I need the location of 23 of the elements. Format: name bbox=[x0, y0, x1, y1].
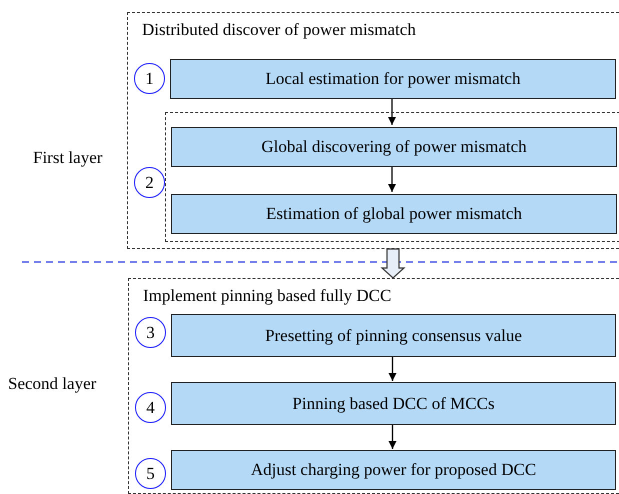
arrow bbox=[388, 98, 396, 125]
process-box: Estimation of global power mismatch bbox=[171, 194, 617, 234]
step-number-circle: 4 bbox=[135, 392, 166, 423]
arrow bbox=[388, 424, 396, 449]
process-box: Adjust charging power for proposed DCC bbox=[171, 450, 616, 490]
step-number-circle: 1 bbox=[134, 63, 165, 94]
arrow bbox=[388, 356, 396, 381]
dashed-group-box bbox=[128, 278, 619, 494]
process-box: Local estimation for power mismatch bbox=[170, 59, 616, 99]
group-title: Distributed discover of power mismatch bbox=[142, 20, 416, 40]
process-box: Presetting of pinning consensus value bbox=[171, 314, 616, 357]
group-title: Implement pinning based fully DCC bbox=[143, 286, 392, 306]
process-box: Pinning based DCC of MCCs bbox=[171, 382, 616, 425]
step-number-circle: 2 bbox=[134, 167, 165, 198]
block-arrow bbox=[380, 248, 406, 279]
dashed-group-box bbox=[165, 112, 619, 242]
layer-label: Second layer bbox=[8, 374, 96, 394]
layer-label: First layer bbox=[33, 148, 102, 168]
arrow bbox=[388, 165, 396, 192]
process-box: Global discovering of power mismatch bbox=[171, 127, 617, 167]
dashed-group-box bbox=[127, 12, 619, 249]
step-number-circle: 3 bbox=[135, 317, 166, 348]
step-number-circle: 5 bbox=[135, 458, 166, 489]
